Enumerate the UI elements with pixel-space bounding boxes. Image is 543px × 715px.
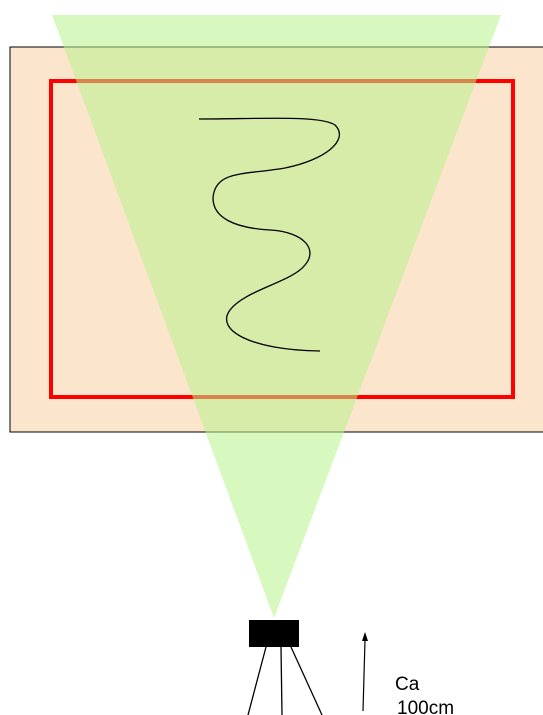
camera-icon — [249, 620, 299, 647]
s-curve-line — [198, 117, 341, 352]
camera-label: Ca — [395, 674, 420, 695]
camera-view-beam — [52, 15, 501, 618]
tripod-icon — [247, 646, 323, 715]
tripod-leg-left — [247, 646, 267, 715]
distance-label: 100cm — [397, 698, 454, 715]
tripod-leg-right — [290, 646, 323, 715]
up-arrow-icon — [362, 632, 368, 712]
tripod-leg-center — [280, 646, 283, 715]
